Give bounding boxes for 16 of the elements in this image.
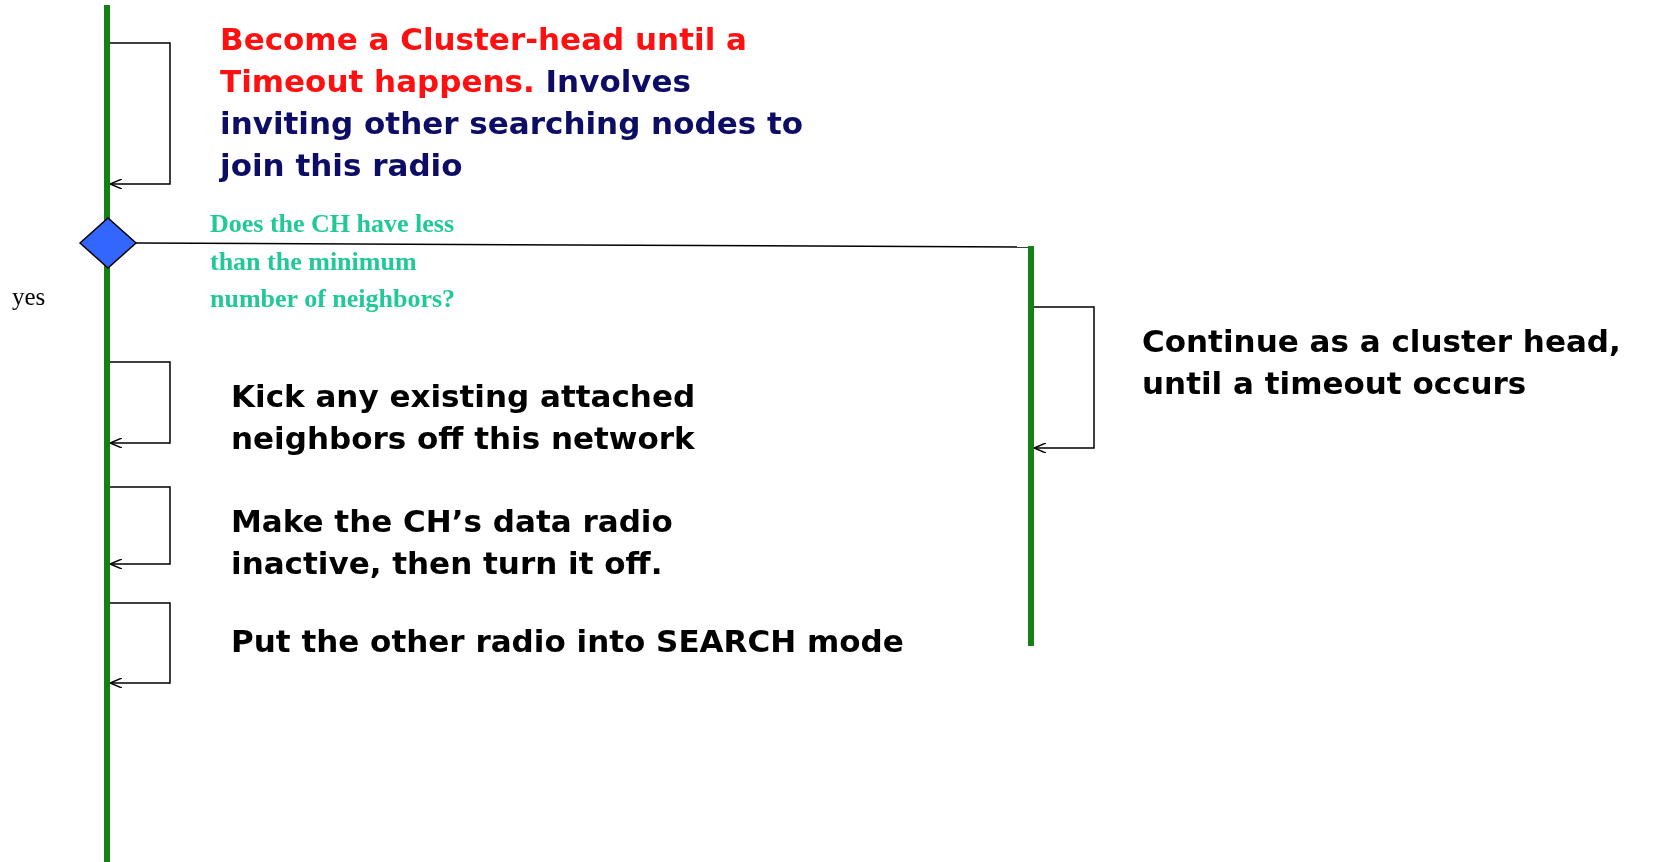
- self-loop-arrow: [1033, 306, 1095, 454]
- step-text: Make the CH’s data radio inactive, then turn it off.: [231, 502, 674, 583]
- self-loop-arrow: [109, 42, 171, 190]
- connector-line: [135, 242, 1029, 248]
- self-loop-arrow: [109, 486, 171, 570]
- lifeline-bar: [1028, 246, 1034, 646]
- step-text: Continue as a cluster head, until a timeout occurs: [1142, 322, 1622, 403]
- branch-label: yes: [12, 282, 46, 312]
- decision-question: Does the CH have less than the minimum number of neighbors?: [210, 208, 457, 315]
- step-text: Kick any existing attached neighbors off this network: [231, 377, 697, 458]
- step-text: Become a Cluster-head until a Timeout happens. Involves inviting other searching nodes to join this radio: [220, 20, 805, 185]
- lifeline-bar: [104, 5, 110, 862]
- self-loop-arrow: [109, 602, 171, 689]
- self-loop-arrow: [109, 361, 171, 449]
- step-text: Put the other radio into SEARCH mode: [231, 622, 905, 661]
- decision-diamond: [78, 217, 138, 269]
